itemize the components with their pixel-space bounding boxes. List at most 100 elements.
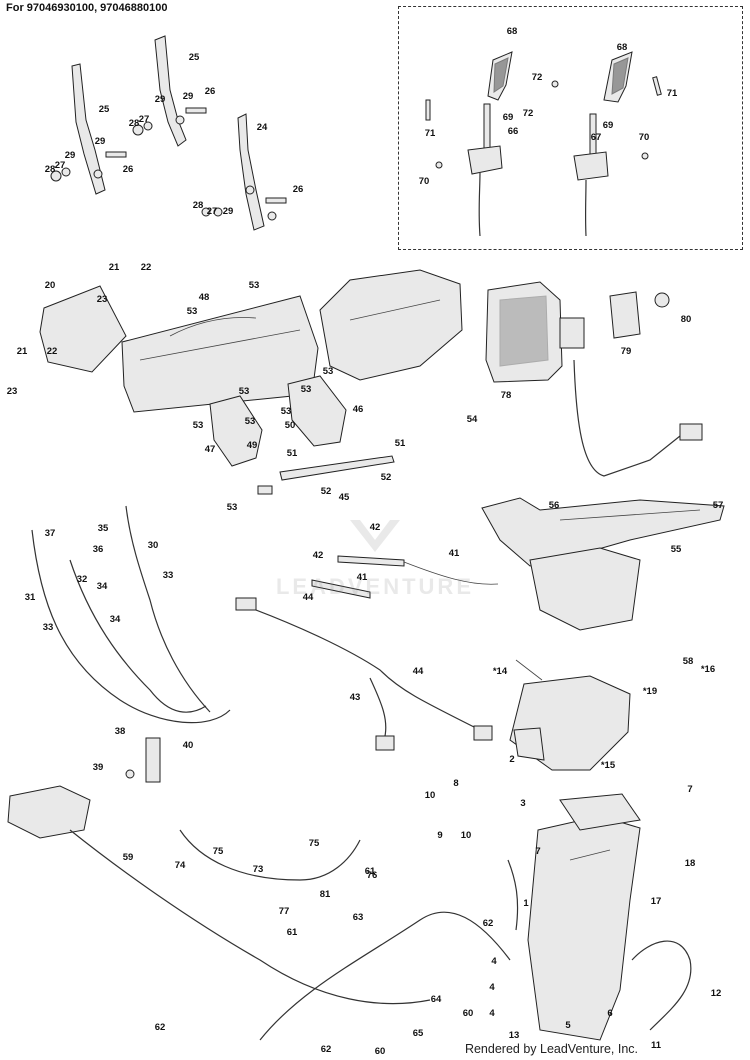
callout-label: 7	[687, 784, 692, 795]
callout-label: 25	[99, 104, 110, 115]
callout-label: 24	[257, 122, 268, 133]
callout-label: 50	[285, 420, 296, 431]
inset-pins	[425, 76, 662, 169]
callout-label: 74	[175, 860, 186, 871]
callout-label: 79	[621, 346, 632, 357]
callout-label: 62	[483, 918, 494, 929]
callout-label: 8	[453, 778, 458, 789]
callout-label: 34	[110, 614, 121, 625]
callout-label: 29	[155, 94, 166, 105]
callout-label: 2	[509, 754, 514, 765]
callout-label: 52	[381, 472, 392, 483]
callout-label: 17	[651, 896, 662, 907]
callout-label: 45	[339, 492, 350, 503]
callout-label: 70	[419, 176, 430, 187]
callout-label: 70	[639, 132, 650, 143]
drive-cable-assembly	[7, 785, 511, 1041]
callout-label: 7	[535, 846, 540, 857]
callout-label: 29	[223, 206, 234, 217]
callout-label: 66	[508, 126, 519, 137]
shift-lever-right	[237, 113, 265, 231]
callout-label: 40	[183, 740, 194, 751]
callout-label: 62	[321, 1044, 332, 1055]
callout-label: 37	[45, 528, 56, 539]
shift-lever-middle	[154, 35, 187, 147]
callout-label: 75	[309, 838, 320, 849]
callout-label: 51	[395, 438, 406, 449]
callout-label: 61	[365, 866, 376, 877]
diagram-header: For 97046930100, 97046880100	[6, 2, 168, 14]
callout-label: 73	[253, 864, 264, 875]
callout-label: 72	[532, 72, 543, 83]
callout-label: 41	[449, 548, 460, 559]
callout-label: 62	[155, 1022, 166, 1033]
callout-label: 4	[489, 1008, 495, 1019]
callout-label: 59	[123, 852, 134, 863]
callout-label: 29	[183, 91, 194, 102]
callout-label: 27	[139, 114, 150, 125]
callout-label: 42	[313, 550, 324, 561]
callout-label: 23	[7, 386, 18, 397]
callout-label: 69	[603, 120, 614, 131]
callout-label: 61	[287, 927, 298, 938]
callout-label: 29	[95, 136, 106, 147]
callout-label: 41	[357, 572, 368, 583]
callout-label: 25	[189, 52, 200, 63]
callout-label: 78	[501, 390, 512, 401]
callout-label: *19	[643, 686, 657, 697]
callout-label: 32	[77, 574, 88, 585]
callout-label: 57	[713, 500, 724, 511]
callout-label: 53	[239, 386, 250, 397]
callout-label: 13	[509, 1030, 520, 1041]
watermark-text: LEADVENTURE	[276, 574, 474, 599]
footer-credit: Rendered by LeadVenture, Inc.	[464, 1042, 638, 1056]
callout-label: 33	[43, 622, 54, 633]
wiring-harness	[235, 555, 499, 751]
callout-label: 9	[437, 830, 442, 841]
callout-label: 33	[163, 570, 174, 581]
callout-label: 53	[193, 420, 204, 431]
callout-label: 51	[287, 448, 298, 459]
callout-label: 48	[199, 292, 210, 303]
callout-label: 22	[141, 262, 152, 273]
callout-label: 53	[245, 416, 256, 427]
callout-label: 5	[565, 1020, 571, 1031]
callout-label: 46	[353, 404, 364, 415]
chute-rod	[507, 859, 692, 1031]
callout-label: 80	[681, 314, 692, 325]
callout-label: 18	[685, 858, 696, 869]
callout-label: 64	[431, 994, 442, 1005]
callout-label: 1	[523, 898, 529, 909]
callout-label: 53	[281, 406, 292, 417]
shift-rod	[257, 455, 395, 495]
callout-label: 68	[507, 26, 518, 37]
callout-label: 27	[55, 160, 66, 171]
callout-label: 52	[321, 486, 332, 497]
shift-lever-left	[71, 63, 106, 195]
callout-label: 28	[129, 118, 140, 129]
dash-gear-plates	[209, 375, 347, 467]
callout-label: 20	[45, 280, 56, 291]
callout-label: 4	[489, 982, 495, 993]
callout-label: 53	[323, 366, 334, 377]
callout-label: 26	[123, 164, 134, 175]
callout-label: 29	[65, 150, 76, 161]
callout-label: 81	[320, 889, 331, 900]
callout-label: 31	[25, 592, 36, 603]
callout-label: 35	[98, 523, 109, 534]
callout-label: *16	[701, 664, 715, 675]
callout-label: 4	[491, 956, 497, 967]
callout-label: 58	[683, 656, 694, 667]
watermark-logo: LEADVENTURE	[276, 520, 474, 599]
callout-label: 75	[213, 846, 224, 857]
callout-label: 28	[193, 200, 204, 211]
callout-label: 22	[47, 346, 58, 357]
callout-label: 43	[350, 692, 361, 703]
callout-label: 56	[549, 500, 560, 511]
dash-console	[319, 269, 463, 381]
callout-label: 77	[279, 906, 290, 917]
callout-label: 10	[425, 790, 436, 801]
callout-label: 27	[207, 206, 218, 217]
